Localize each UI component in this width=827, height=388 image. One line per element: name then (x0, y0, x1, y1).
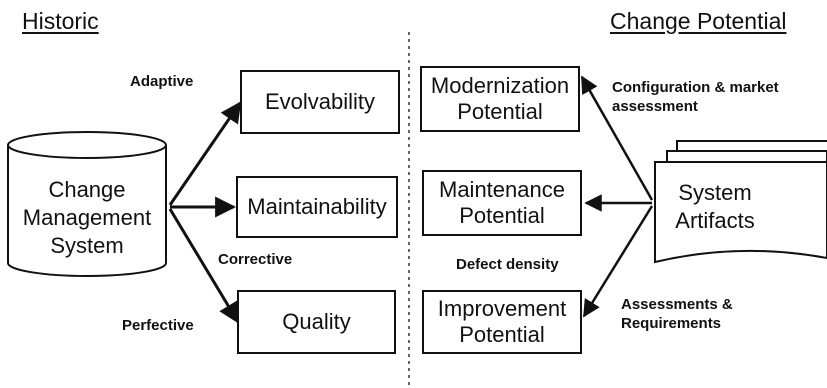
arrow-to-modernization (580, 75, 654, 201)
database-cylinder-shape (7, 131, 167, 277)
label-perfective: Perfective (122, 317, 194, 334)
artifacts-line-1: System (678, 180, 752, 205)
maintenance-line-2: Potential (459, 203, 545, 228)
system-artifacts: System Artifacts (655, 172, 775, 242)
cylinder-line-1: Change (48, 177, 126, 202)
improvement-line-1: Improvement (437, 296, 567, 321)
heading-change-potential: Change Potential (610, 8, 787, 34)
heading-historic: Historic (22, 8, 99, 34)
label-assessments-line-1: Assessments & (621, 296, 733, 313)
label-configuration: Configuration & market assessment (612, 78, 779, 116)
arrow-to-quality (168, 208, 240, 324)
label-assessments: Assessments & Requirements (621, 295, 733, 333)
arrow-to-improvement (582, 205, 654, 318)
evolvability-label: Evolvability (264, 89, 376, 114)
evolvability-box: Evolvability (240, 70, 400, 134)
label-defect-density: Defect density (456, 256, 559, 273)
improvement-line-2: Potential (459, 322, 545, 347)
document-stack-shape (654, 140, 827, 264)
modernization-line-2: Potential (457, 99, 543, 124)
label-assessments-line-2: Requirements (621, 315, 722, 332)
maintenance-line-1: Maintenance (439, 177, 565, 202)
cylinder-line-2: Management (22, 205, 152, 230)
change-management-system: Change Management System (8, 172, 166, 264)
label-corrective: Corrective (218, 251, 293, 268)
maintenance-potential-box: Maintenance Potential (422, 170, 582, 236)
label-adaptive: Adaptive (130, 73, 194, 90)
improvement-potential-box: Improvement Potential (422, 290, 582, 354)
artifacts-line-2: Artifacts (675, 208, 755, 233)
label-configuration-line-1: Configuration & market (612, 79, 779, 96)
label-configuration-line-2: assessment (612, 98, 698, 115)
quality-label: Quality (282, 309, 351, 334)
maintainability-label: Maintainability (247, 194, 387, 219)
arrow-to-evolvability (168, 101, 242, 206)
quality-box: Quality (237, 290, 396, 354)
cylinder-line-3: System (50, 233, 124, 258)
maintainability-box: Maintainability (236, 176, 398, 238)
modernization-line-1: Modernization (430, 73, 570, 98)
modernization-potential-box: Modernization Potential (420, 66, 580, 132)
